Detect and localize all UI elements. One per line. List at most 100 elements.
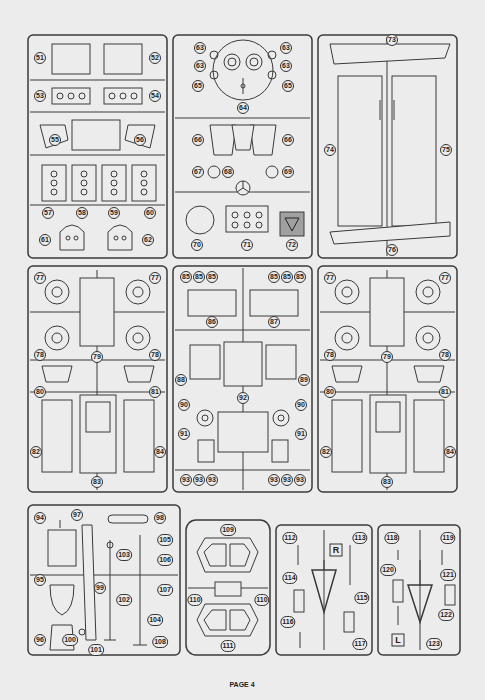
callout-number: 85 <box>206 271 218 283</box>
callout-number: 93 <box>294 474 306 486</box>
callout-number: 77 <box>324 272 336 284</box>
callout-number: 110 <box>187 594 202 606</box>
callout-number: 78 <box>324 349 336 361</box>
callout-number: 67 <box>192 166 204 178</box>
callout-number: 102 <box>116 594 132 606</box>
callout-number: 85 <box>180 271 192 283</box>
callout-number: 99 <box>94 582 106 594</box>
callout-number: 115 <box>354 592 369 604</box>
callout-number: 106 <box>157 554 173 566</box>
callout-number: 72 <box>286 239 298 251</box>
callout-number: 120 <box>380 564 396 576</box>
callout-number: 52 <box>149 52 161 64</box>
side-mark: L <box>392 634 405 647</box>
callout-number: 80 <box>324 386 336 398</box>
callout-number: 65 <box>192 80 204 92</box>
callout-number: 65 <box>282 80 294 92</box>
callout-number: 84 <box>154 446 166 458</box>
callout-number: 119 <box>440 532 455 544</box>
callout-number: 54 <box>149 90 161 102</box>
callout-number: 97 <box>71 509 83 521</box>
callout-number: 90 <box>295 399 307 411</box>
callout-number: 61 <box>39 234 51 246</box>
callout-number: 93 <box>193 474 205 486</box>
side-mark: R <box>330 544 343 557</box>
callout-number: 107 <box>157 584 173 596</box>
callout-number: 93 <box>281 474 293 486</box>
callout-number: 86 <box>206 316 218 328</box>
callout-number: 89 <box>298 374 310 386</box>
callout-number: 80 <box>34 386 46 398</box>
callout-number: 111 <box>221 640 236 652</box>
callout-number: 121 <box>440 569 456 581</box>
callout-number: 87 <box>268 316 280 328</box>
callout-number: 96 <box>34 634 46 646</box>
callout-number: 78 <box>34 349 46 361</box>
callout-number: 66 <box>192 134 204 146</box>
callout-number: 66 <box>282 134 294 146</box>
callout-number: 83 <box>381 476 393 488</box>
callout-number: 62 <box>142 234 154 246</box>
callout-number: 77 <box>439 272 451 284</box>
callout-number: 70 <box>191 239 203 251</box>
callout-number: 101 <box>88 644 104 656</box>
callout-number: 85 <box>294 271 306 283</box>
callout-number: 113 <box>352 532 367 544</box>
callout-number: 95 <box>34 574 46 586</box>
callout-number: 91 <box>295 428 307 440</box>
callout-number: 88 <box>175 374 187 386</box>
callout-number: 122 <box>438 609 454 621</box>
callout-number: 91 <box>178 428 190 440</box>
callout-number: 63 <box>280 42 292 54</box>
callout-number: 103 <box>116 549 132 561</box>
callout-number: 79 <box>381 351 393 363</box>
callout-number: 57 <box>42 207 54 219</box>
callout-number: 60 <box>144 207 156 219</box>
callout-number: 81 <box>439 386 451 398</box>
callout-number: 93 <box>180 474 192 486</box>
callout-number: 68 <box>222 166 234 178</box>
callout-number: 93 <box>206 474 218 486</box>
callout-number: 69 <box>282 166 294 178</box>
callout-number: 79 <box>91 351 103 363</box>
callout-number: 58 <box>76 207 88 219</box>
callout-number: 77 <box>149 272 161 284</box>
callout-number: 78 <box>439 349 451 361</box>
callout-number: 63 <box>194 60 206 72</box>
callout-number: 85 <box>193 271 205 283</box>
callout-number: 114 <box>282 572 297 584</box>
callout-number: 55 <box>49 134 61 146</box>
callout-number: 63 <box>194 42 206 54</box>
callout-number: 110 <box>254 594 269 606</box>
callout-number: 85 <box>268 271 280 283</box>
callout-number: 105 <box>157 534 173 546</box>
callout-number: 93 <box>268 474 280 486</box>
callout-number: 104 <box>147 614 163 626</box>
callout-number: 112 <box>282 532 297 544</box>
callout-number: 73 <box>386 34 398 46</box>
callout-number: 71 <box>241 239 253 251</box>
callout-number: 82 <box>320 446 332 458</box>
callout-number: 100 <box>62 634 78 646</box>
callout-number: 56 <box>134 134 146 146</box>
callout-number: 83 <box>91 476 103 488</box>
callout-number: 75 <box>440 144 452 156</box>
callout-number: 77 <box>34 272 46 284</box>
callout-number: 118 <box>384 532 399 544</box>
callout-number: 94 <box>34 512 46 524</box>
callout-number: 82 <box>30 446 42 458</box>
page-number: PAGE 4 <box>227 680 256 689</box>
callout-number: 78 <box>149 349 161 361</box>
callout-number: 64 <box>237 102 249 114</box>
callout-number: 116 <box>280 616 295 628</box>
callout-number: 90 <box>178 399 190 411</box>
callout-number: 123 <box>426 638 442 650</box>
callout-number: 109 <box>220 524 236 536</box>
callout-number: 81 <box>149 386 161 398</box>
callout-number: 85 <box>281 271 293 283</box>
callout-number: 76 <box>386 244 398 256</box>
callout-number: 74 <box>324 144 336 156</box>
callout-number: 53 <box>34 90 46 102</box>
callout-number: 117 <box>352 638 367 650</box>
callout-number: 63 <box>280 60 292 72</box>
